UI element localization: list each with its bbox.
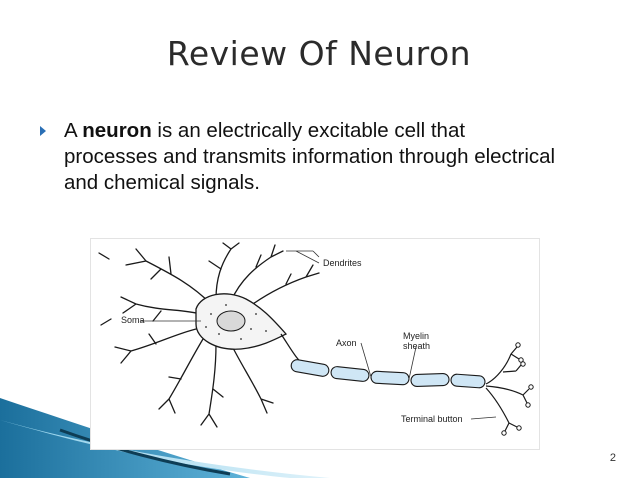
- swoosh-dark: [0, 398, 250, 478]
- neuron-diagram: Dendrites Soma Axon Myelin sheath Termin…: [90, 238, 540, 450]
- page-number: 2: [609, 452, 616, 464]
- label-axon: Axon: [336, 338, 357, 348]
- label-soma: Soma: [121, 315, 145, 325]
- label-terminal: Terminal button: [401, 414, 463, 424]
- label-myelin-1: Myelin: [403, 331, 429, 341]
- bullet-prefix: A: [64, 119, 83, 142]
- neuron-illustration: Dendrites Soma Axon Myelin sheath Termin…: [98, 242, 534, 436]
- bullet-suffix: is an electrically excitable cell that p…: [64, 119, 556, 194]
- swoosh-line: [59, 428, 231, 476]
- bullet-point: A neuron is an electrically excitable ce…: [40, 118, 560, 196]
- myelin-segments: [290, 359, 486, 389]
- label-dendrites: Dendrites: [323, 258, 362, 268]
- slide-title: Review Of Neuron: [166, 34, 472, 73]
- nucleus-shape: [216, 310, 246, 332]
- bullet-arrow-icon: [40, 126, 46, 136]
- label-myelin-2: sheath: [403, 341, 430, 351]
- bullet-bold-term: neuron: [82, 119, 152, 142]
- bullet-text: A neuron is an electrically excitable ce…: [64, 118, 560, 196]
